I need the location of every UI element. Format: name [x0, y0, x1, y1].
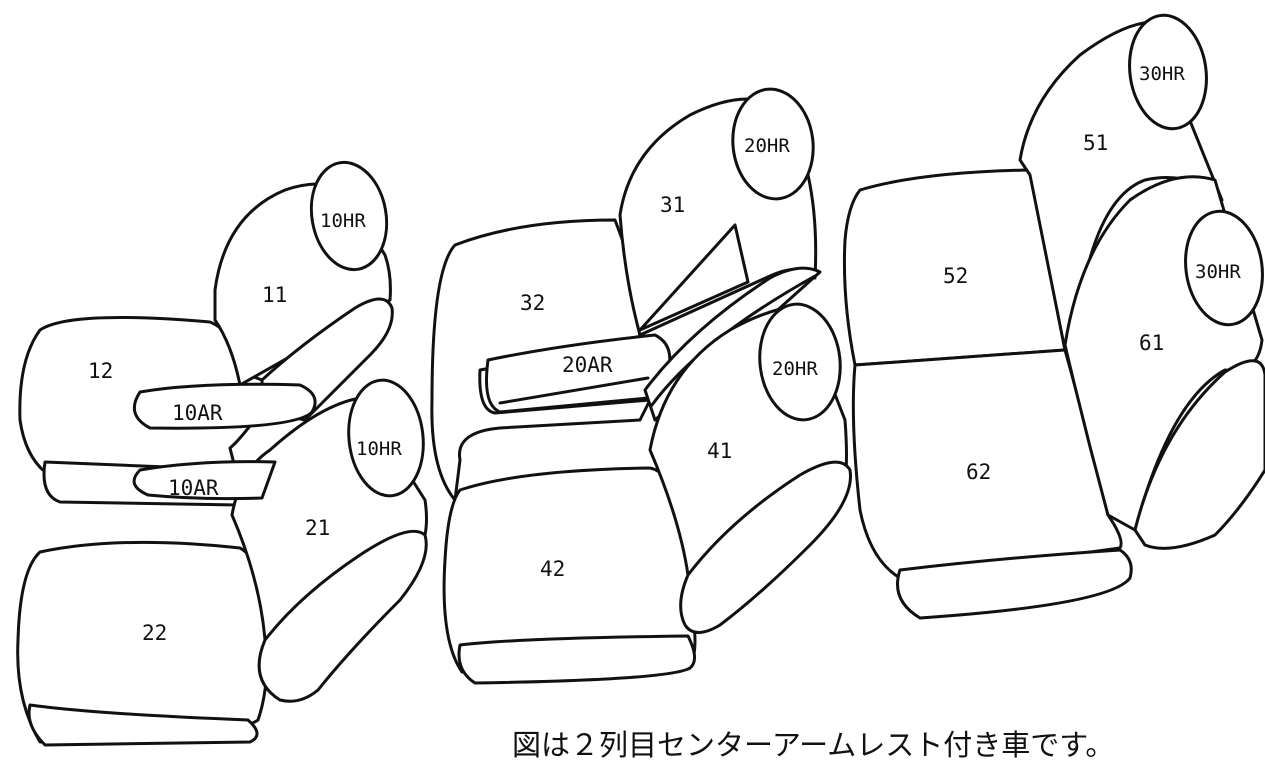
part-10ar-armrest-lower [132, 460, 277, 501]
seat-6-group [851, 175, 1265, 620]
label-part-62: 62 [966, 460, 991, 484]
seat-3-group [430, 87, 822, 502]
part-10hr-headrest-front [309, 160, 389, 272]
part-20ar-armrest-edge [498, 376, 650, 405]
part-31-cutout [638, 223, 750, 332]
part-20hr-headrest-upper [731, 87, 815, 201]
part-52-backrest [842, 168, 1067, 367]
label-part-51: 51 [1083, 131, 1108, 155]
part-22-seat-cushion [16, 540, 269, 744]
label-part-42: 42 [540, 557, 565, 581]
part-42-cushion-bottom [457, 634, 696, 685]
label-part-21: 21 [305, 516, 330, 540]
label-part-30hr-lower: 30HR [1195, 261, 1241, 283]
label-part-12: 12 [88, 359, 113, 383]
seat-2-group [16, 378, 428, 747]
label-part-10hr-front: 10HR [320, 210, 366, 232]
part-21-side [257, 529, 428, 703]
part-62-cushion-bottom [896, 548, 1133, 620]
label-part-61: 61 [1139, 331, 1164, 355]
part-32-seat [430, 218, 652, 502]
part-30hr-headrest-upper [1128, 13, 1208, 131]
part-10ar-armrest-upper [132, 382, 317, 430]
label-part-11: 11 [262, 283, 287, 307]
label-part-10ar-upper: 10AR [172, 401, 223, 425]
seat-5-group [842, 13, 1224, 367]
label-part-32: 32 [520, 291, 545, 315]
label-part-41: 41 [707, 439, 732, 463]
part-41-side [679, 460, 852, 634]
part-30hr-headrest-lower [1184, 209, 1264, 327]
label-part-52: 52 [943, 264, 968, 288]
label-part-31: 31 [660, 193, 685, 217]
label-part-20hr-upper: 20HR [744, 135, 790, 157]
seat-4-group [442, 302, 852, 685]
diagram-caption: 図は２列目センターアームレスト付き車です。 [512, 728, 1115, 762]
part-10hr-headrest-second [347, 378, 425, 498]
label-part-30hr-upper: 30HR [1139, 63, 1185, 85]
label-part-20hr-lower: 20HR [772, 358, 818, 380]
part-22-cushion-bottom [27, 703, 259, 747]
part-20hr-headrest-lower [758, 302, 842, 422]
seat-1-group [18, 160, 394, 507]
label-part-10hr-second: 10HR [356, 438, 402, 460]
label-part-22: 22 [142, 621, 167, 645]
label-part-10ar-lower: 10AR [168, 476, 219, 500]
label-part-20ar: 20AR [562, 353, 613, 377]
